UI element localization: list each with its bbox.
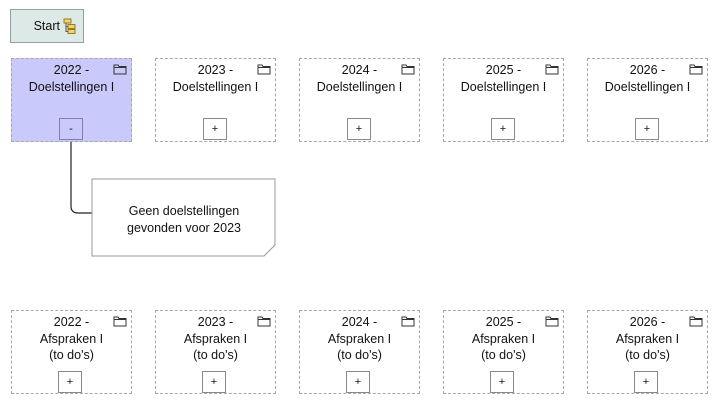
folder-icon — [689, 316, 703, 327]
card-label: Afspraken I — [39, 331, 104, 346]
folder-icon — [545, 316, 559, 327]
card-year: 2024 - — [341, 63, 378, 77]
afspraken-card-2026[interactable]: 2026 - Afspraken I (to do's) + — [587, 310, 708, 394]
card-label: Afspraken I — [327, 331, 392, 346]
card-year: 2022 - — [53, 315, 90, 329]
card-year: 2025 - — [485, 63, 522, 77]
expand-button[interactable]: + — [347, 118, 371, 140]
folder-icon — [113, 316, 127, 327]
card-year: 2023 - — [197, 63, 234, 77]
card-label: Doelstellingen I — [316, 79, 403, 94]
folder-icon — [113, 64, 127, 75]
doelstellingen-card-2022[interactable]: 2022 - Doelstellingen I - — [11, 58, 132, 142]
expand-button[interactable]: + — [346, 371, 370, 393]
doelstellingen-card-2023[interactable]: 2023 - Doelstellingen I + — [155, 58, 276, 142]
card-label: Afspraken I — [615, 331, 680, 346]
expand-button[interactable]: + — [491, 118, 515, 140]
card-label: Afspraken I — [471, 331, 536, 346]
card-year: 2023 - — [197, 315, 234, 329]
hierarchy-icon — [63, 18, 76, 34]
folder-icon — [401, 64, 415, 75]
connector-line — [70, 142, 92, 214]
card-year: 2022 - — [53, 63, 90, 77]
card-sublabel: (to do's) — [625, 348, 670, 362]
card-label: Doelstellingen I — [172, 79, 259, 94]
afspraken-card-2024[interactable]: 2024 - Afspraken I (to do's) + — [299, 310, 420, 394]
expand-button[interactable]: + — [635, 118, 659, 140]
card-year: 2025 - — [485, 315, 522, 329]
card-label: Afspraken I — [183, 331, 248, 346]
note-line-1: Geen doelstellingen — [128, 204, 240, 218]
expand-button[interactable]: + — [634, 371, 658, 393]
expand-button[interactable]: + — [203, 118, 227, 140]
card-sublabel: (to do's) — [49, 348, 94, 362]
expand-button[interactable]: + — [58, 371, 82, 393]
collapse-button[interactable]: - — [59, 118, 83, 140]
expand-button[interactable]: + — [202, 371, 226, 393]
card-year: 2026 - — [629, 315, 666, 329]
folder-icon — [257, 64, 271, 75]
card-label: Doelstellingen I — [28, 79, 115, 94]
note-message: Geen doelstellingen gevonden voor 2023 — [92, 203, 276, 237]
note-shape — [91, 178, 276, 257]
afspraken-card-2022[interactable]: 2022 - Afspraken I (to do's) + — [11, 310, 132, 394]
card-year: 2024 - — [341, 315, 378, 329]
folder-icon — [257, 316, 271, 327]
afspraken-card-2023[interactable]: 2023 - Afspraken I (to do's) + — [155, 310, 276, 394]
folder-icon — [545, 64, 559, 75]
folder-icon — [401, 316, 415, 327]
doelstellingen-card-2026[interactable]: 2026 - Doelstellingen I + — [587, 58, 708, 142]
afspraken-card-2025[interactable]: 2025 - Afspraken I (to do's) + — [443, 310, 564, 394]
card-sublabel: (to do's) — [193, 348, 238, 362]
folder-icon — [689, 64, 703, 75]
card-label: Doelstellingen I — [460, 79, 547, 94]
start-label: Start — [33, 19, 60, 33]
card-sublabel: (to do's) — [481, 348, 526, 362]
card-label: Doelstellingen I — [604, 79, 691, 94]
note-line-2: gevonden voor 2023 — [127, 221, 241, 235]
doelstellingen-card-2024[interactable]: 2024 - Doelstellingen I + — [299, 58, 420, 142]
card-year: 2026 - — [629, 63, 666, 77]
expand-button[interactable]: + — [490, 371, 514, 393]
doelstellingen-card-2025[interactable]: 2025 - Doelstellingen I + — [443, 58, 564, 142]
start-button[interactable]: Start — [10, 9, 84, 43]
card-sublabel: (to do's) — [337, 348, 382, 362]
